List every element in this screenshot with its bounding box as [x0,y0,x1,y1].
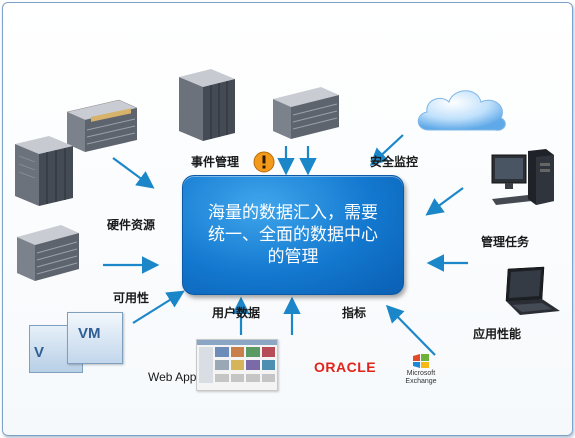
exchange-logo-text: Microsoft Exchange [399,370,443,386]
arrow-security [369,134,404,167]
laptop-icon [505,266,560,315]
label-management-tasks: 管理任务 [481,235,530,249]
label-hardware-resources: 硬件资源 [107,218,156,232]
arrow-top-left-server [112,157,155,189]
warning-icon [253,151,275,173]
vm-box-front: VM [67,312,123,364]
rack-server-icon [17,225,79,281]
data-center-box: 海量的数据汇入，需要 统一、全面的数据中心 的管理 [182,175,404,295]
cloud-icon [417,90,506,131]
center-text-line1: 海量的数据汇入，需要 [208,203,378,223]
arrow-exchange [385,304,436,356]
tower-servers-icon [179,69,235,141]
rack-server-icon [273,87,339,139]
label-availability: 可用性 [113,291,150,305]
exchange-line1: Microsoft [406,370,436,377]
center-text-line3: 的管理 [267,247,319,267]
exchange-logo-icon [413,354,429,368]
vm-front-label: VM [78,325,101,342]
oracle-logo: ORACLE [314,359,377,375]
web-app-thumbnail [196,339,278,391]
center-text-line2: 统一、全面的数据中心 [208,225,378,245]
label-event-management: 事件管理 [191,155,240,169]
tower-servers-icon [15,136,73,206]
arrow-mgmt-task [425,187,464,216]
desktop-computer-icon [491,149,554,205]
arrows-layer [103,134,468,356]
arrow-vm [132,290,185,324]
label-app-performance: 应用性能 [473,327,522,341]
rack-server-icon [66,99,138,152]
label-web-app: Web App [148,370,197,384]
label-metrics: 指标 [342,306,367,320]
label-security-monitoring: 安全监控 [370,155,419,169]
vm-back-label: V [34,344,45,361]
label-user-data: 用户数据 [212,306,261,320]
exchange-line2: Exchange [405,378,437,385]
